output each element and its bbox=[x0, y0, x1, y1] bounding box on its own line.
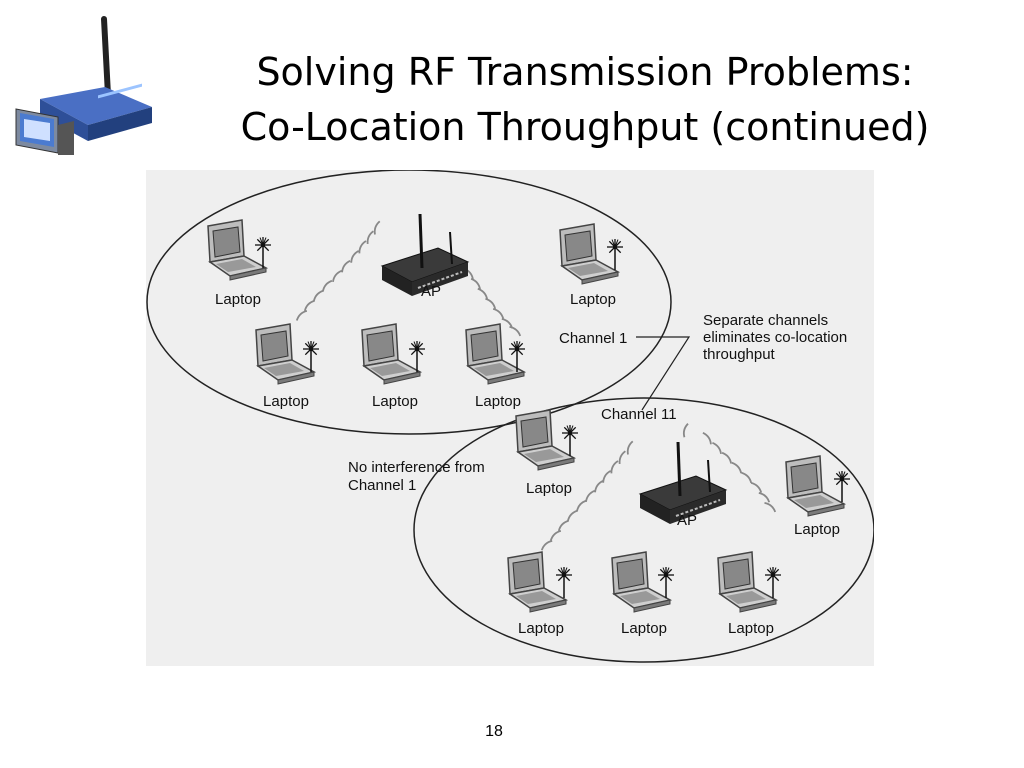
wireless-router-icon bbox=[15, 16, 152, 155]
channel-1-label: Channel 1 bbox=[559, 330, 627, 347]
cell-boundary-channel-11 bbox=[413, 397, 874, 663]
ap-label-cell-1: AP bbox=[421, 283, 441, 300]
co-location-diagram: AP Laptop Laptop Laptop Laptop Laptop Ch… bbox=[146, 170, 874, 666]
laptop-label: Laptop bbox=[570, 291, 616, 308]
laptop-label: Laptop bbox=[794, 521, 840, 538]
separate-channels-callout-line-3: throughput bbox=[703, 346, 776, 363]
laptop-label: Laptop bbox=[518, 620, 564, 637]
page-number: 18 bbox=[485, 723, 503, 740]
no-interference-callout-line-1: No interference from bbox=[348, 459, 485, 476]
separate-channels-callout-line-1: Separate channels bbox=[703, 312, 828, 329]
laptop-label: Laptop bbox=[372, 393, 418, 410]
laptop-label: Laptop bbox=[526, 480, 572, 497]
callout-line-separate bbox=[636, 336, 691, 411]
no-interference-callout-line-2: Channel 1 bbox=[348, 477, 416, 494]
ap-label-cell-2: AP bbox=[677, 512, 697, 529]
laptop-label: Laptop bbox=[263, 393, 309, 410]
laptop-label: Laptop bbox=[621, 620, 667, 637]
cell-boundary-channel-1 bbox=[146, 170, 672, 435]
separate-channels-callout-line-2: eliminates co-location bbox=[703, 329, 847, 346]
laptop-label: Laptop bbox=[728, 620, 774, 637]
slide-title-line-1: Solving RF Transmission Problems: bbox=[256, 50, 914, 94]
slide-title-line-2: Co-Location Throughput (continued) bbox=[240, 105, 930, 149]
laptop-label: Laptop bbox=[215, 291, 261, 308]
laptop-label: Laptop bbox=[475, 393, 521, 410]
channel-11-label: Channel 11 bbox=[601, 406, 677, 423]
